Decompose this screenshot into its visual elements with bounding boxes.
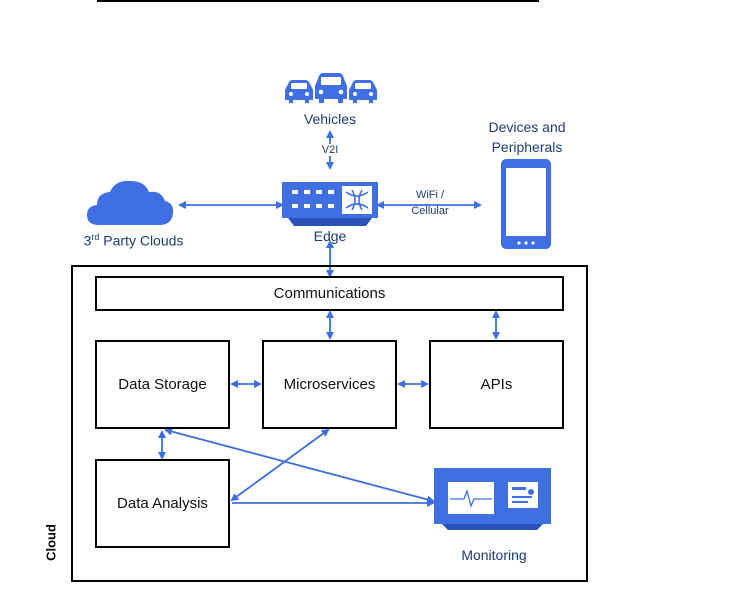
wifi-label-line1: WiFi / xyxy=(415,189,445,201)
edge-label: Edge xyxy=(313,228,347,244)
cloud-label: Cloud xyxy=(43,524,59,561)
data-analysis-box: Data Analysis xyxy=(95,459,230,548)
v2i-label: V2I xyxy=(315,144,345,156)
third-party-clouds-label: 3rd Party Clouds xyxy=(66,232,201,249)
devices-label-line2: Peripherals xyxy=(491,139,563,155)
edge-device-icon xyxy=(282,182,378,226)
data-storage-box: Data Storage xyxy=(95,340,230,429)
monitor-icon xyxy=(434,468,551,530)
monitoring-label: Monitoring xyxy=(461,547,527,563)
third-party-sup: rd xyxy=(91,232,100,242)
car-icon xyxy=(285,73,377,103)
smartphone-icon xyxy=(501,159,551,249)
vehicles-label: Vehicles xyxy=(303,111,357,127)
cloud-container xyxy=(71,265,588,582)
microservices-box: Microservices xyxy=(262,340,397,429)
communications-box: Communications xyxy=(95,276,564,311)
wifi-label-line2: Cellular xyxy=(411,205,449,217)
third-party-text: Party Clouds xyxy=(99,232,184,249)
devices-label-line1: Devices and xyxy=(488,119,566,135)
analysis-micro-connector xyxy=(230,428,330,502)
apis-box: APIs xyxy=(429,340,564,429)
third-party-number: 3 xyxy=(83,232,92,249)
top-rule xyxy=(97,0,539,2)
cloud-icon xyxy=(87,180,174,225)
